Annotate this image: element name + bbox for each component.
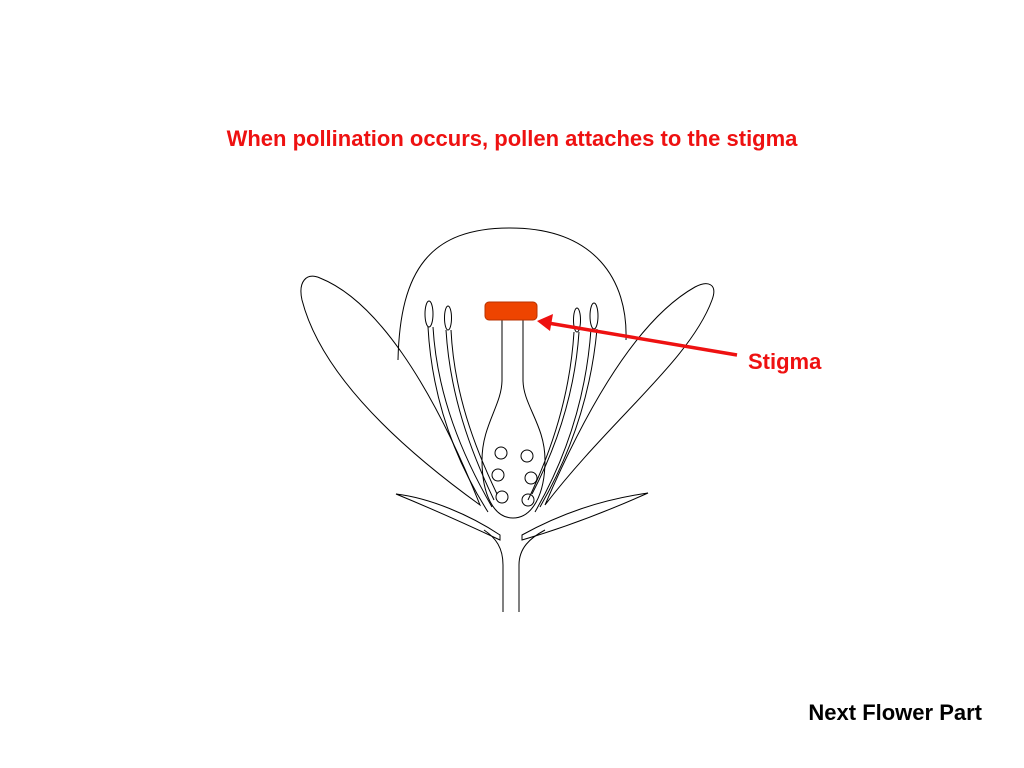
right-filament-inner bbox=[527, 331, 575, 501]
left-petal bbox=[300, 275, 482, 507]
right-filament-outer bbox=[534, 328, 592, 513]
right-filament-outer-2 bbox=[539, 328, 598, 508]
back-petal bbox=[397, 227, 627, 361]
right-stamens bbox=[527, 302, 599, 513]
ovule bbox=[520, 449, 534, 463]
right-petal bbox=[544, 283, 715, 506]
right-anther-inner bbox=[573, 307, 581, 333]
left-filament-inner bbox=[445, 329, 495, 501]
ovule bbox=[495, 490, 509, 504]
stigma-shape[interactable] bbox=[484, 301, 538, 321]
ovules bbox=[491, 446, 538, 507]
ovule bbox=[491, 468, 505, 482]
stigma-pointer-line bbox=[547, 321, 738, 357]
stigma-pointer-arrowhead bbox=[537, 314, 553, 331]
left-stamens bbox=[424, 300, 498, 513]
left-filament-outer-2 bbox=[432, 326, 493, 508]
left-filament-outer bbox=[427, 326, 489, 513]
stigma-label: Stigma bbox=[748, 349, 822, 374]
ovule bbox=[521, 493, 535, 507]
left-anther-inner bbox=[444, 305, 452, 331]
right-anther-outer bbox=[589, 302, 599, 330]
left-sepal bbox=[395, 493, 501, 541]
ovule bbox=[494, 446, 508, 460]
slide-caption: When pollination occurs, pollen attaches… bbox=[226, 126, 798, 151]
next-flower-part-link[interactable]: Next Flower Part bbox=[808, 700, 982, 725]
stem bbox=[483, 529, 546, 612]
right-sepal bbox=[521, 492, 649, 541]
pistil bbox=[481, 320, 546, 519]
right-filament-inner-2 bbox=[531, 331, 580, 495]
left-anther-outer bbox=[424, 300, 434, 328]
ovule bbox=[524, 471, 538, 485]
left-filament-inner-2 bbox=[450, 329, 498, 495]
